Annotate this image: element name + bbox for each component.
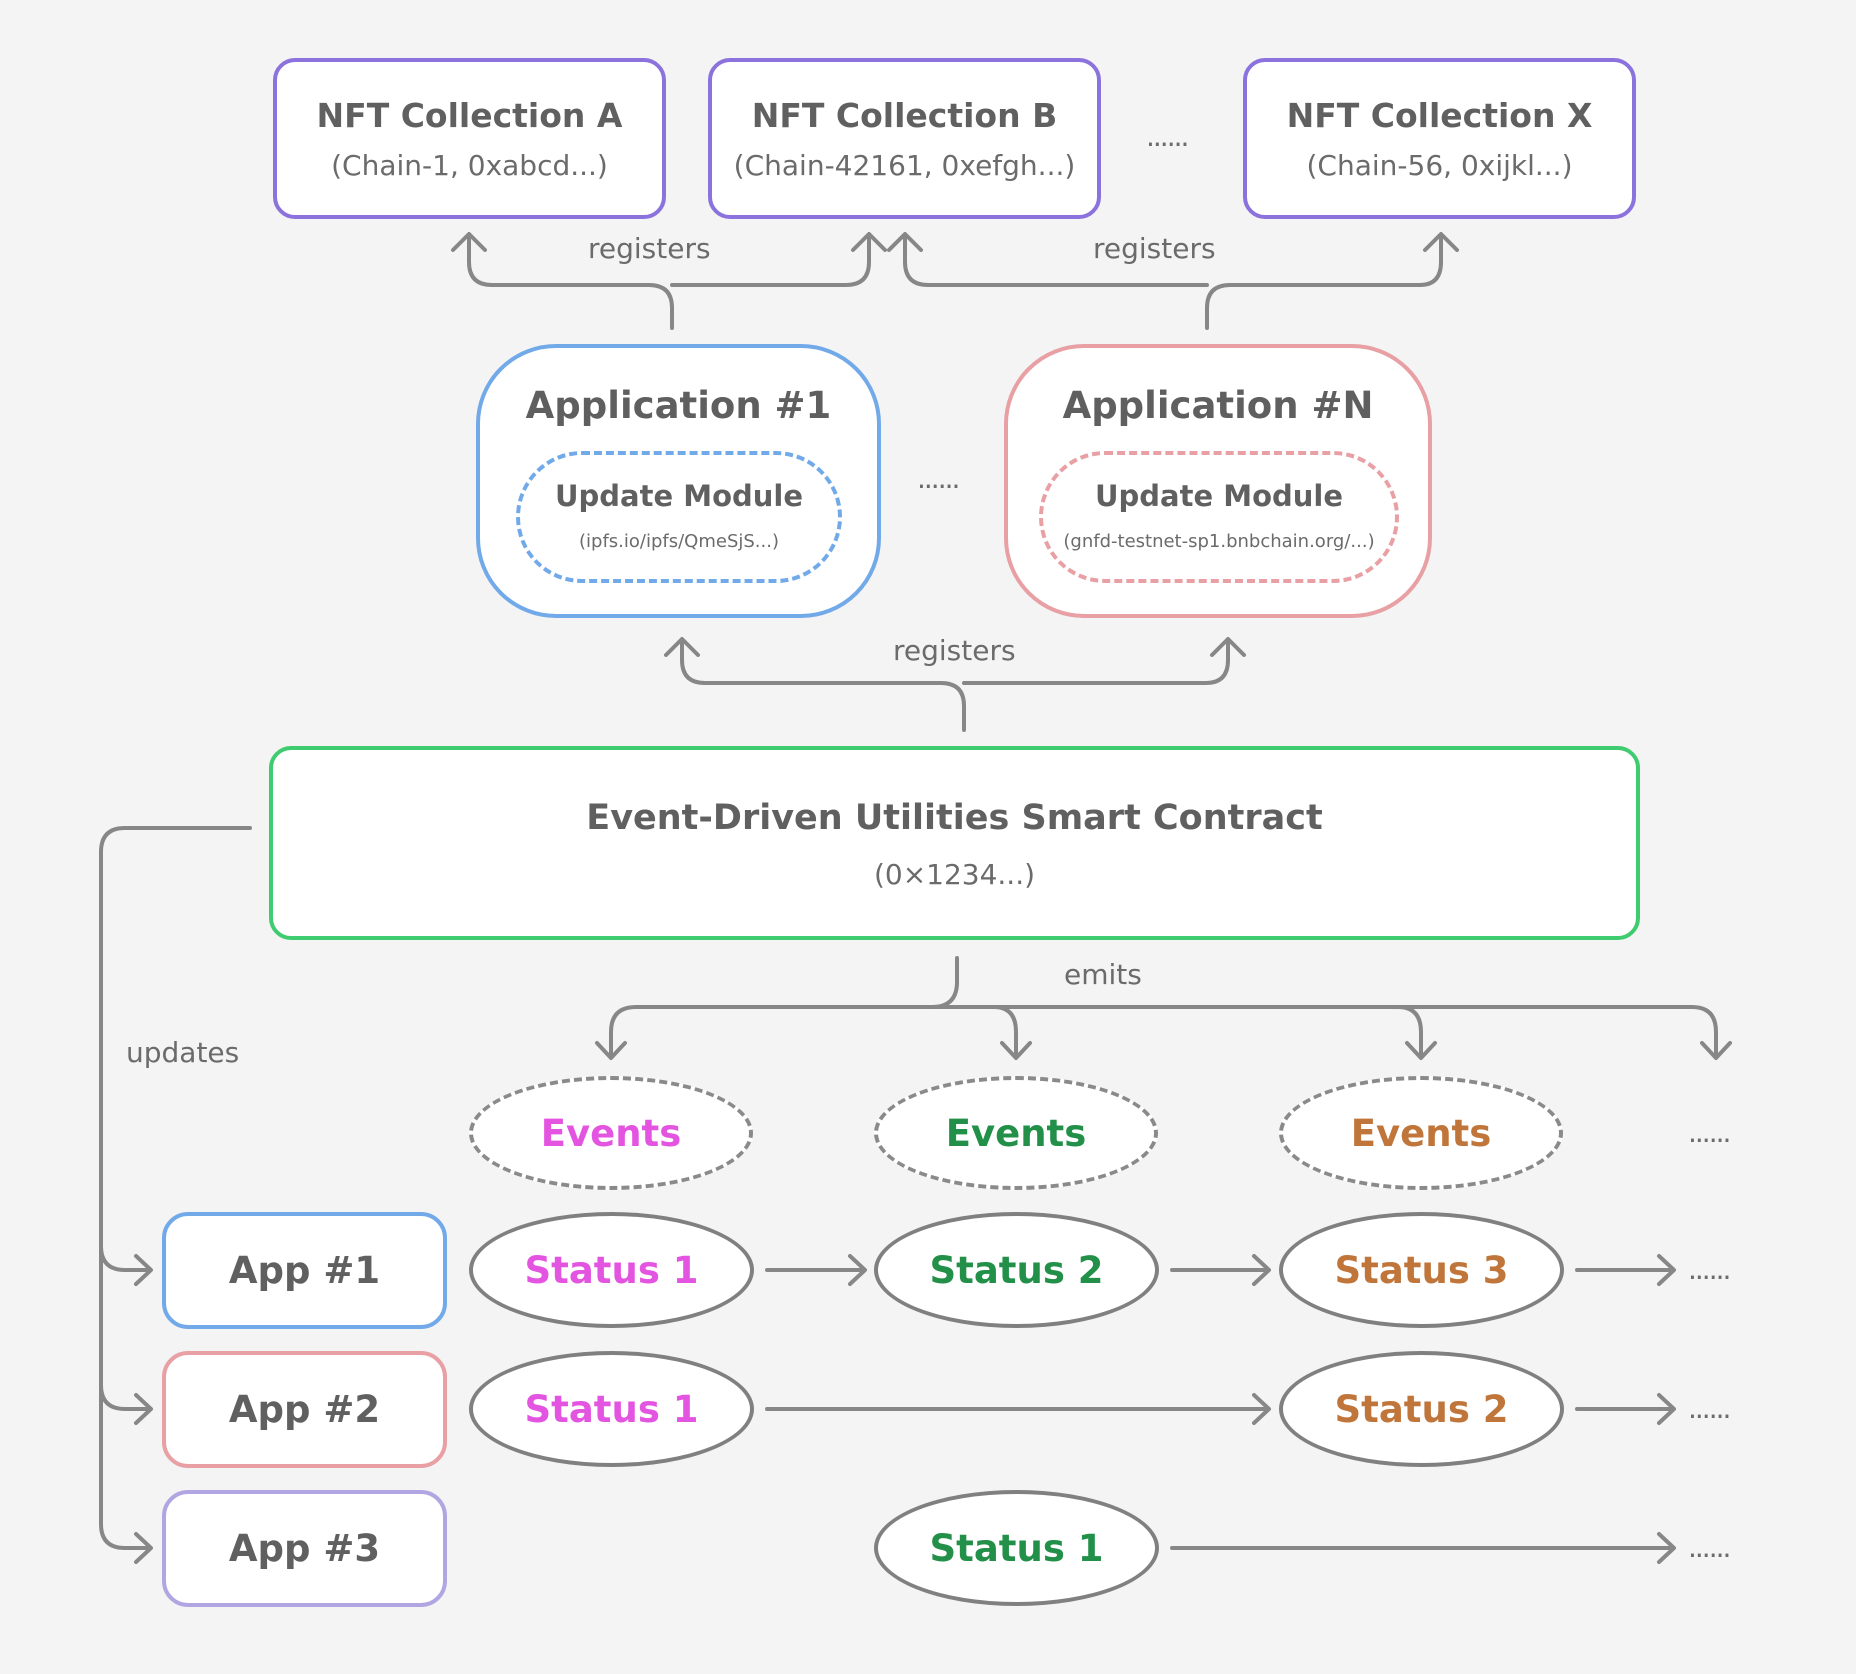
application-1: Application #1 Update Module (ipfs.io/ip…	[476, 344, 881, 618]
app1-status-3: Status 3	[1279, 1212, 1564, 1328]
events-label-1: Events	[540, 1111, 682, 1155]
app1-status-3-label: Status 3	[1334, 1248, 1509, 1292]
smart-contract-address: (0×1234...)	[873, 858, 1036, 891]
events-node-2: Events	[874, 1076, 1158, 1190]
events-node-1: Events	[469, 1076, 753, 1190]
events-label-2: Events	[945, 1111, 1087, 1155]
app-1-label: App #1	[228, 1249, 381, 1292]
app-3-label: App #3	[228, 1527, 381, 1570]
application-1-title: Application #1	[525, 384, 832, 427]
applications-ellipsis: ......	[917, 462, 960, 495]
events-ellipsis: ......	[1688, 1116, 1731, 1149]
app1-status-1: Status 1	[469, 1212, 754, 1328]
app1-ellipsis: ......	[1688, 1253, 1731, 1286]
app1-status-2: Status 2	[874, 1212, 1159, 1328]
update-module-1-title: Update Module	[554, 479, 804, 513]
collections-ellipsis: ......	[1146, 120, 1189, 153]
nft-collection-b-sub: (Chain-42161, 0xefgh...)	[733, 149, 1076, 182]
smart-contract-title: Event-Driven Utilities Smart Contract	[586, 798, 1323, 838]
app2-status-1: Status 1	[469, 1351, 754, 1467]
app3-status-1-label: Status 1	[929, 1526, 1104, 1570]
nft-collection-a-sub: (Chain-1, 0xabcd...)	[331, 149, 608, 182]
app1-status-1-label: Status 1	[524, 1248, 699, 1292]
app3-status-1: Status 1	[874, 1490, 1159, 1606]
connector-contract-emits	[609, 956, 959, 1059]
update-module-n-title: Update Module	[1094, 479, 1344, 513]
updates-label: updates	[126, 1036, 240, 1069]
app2-ellipsis: ......	[1688, 1392, 1731, 1425]
connector-appN-to-collections	[1205, 233, 1443, 330]
update-module-n-sub: (gnfd-testnet-sp1.bnbchain.org/...)	[1063, 531, 1375, 552]
nft-collection-x: NFT Collection X (Chain-56, 0xijkl...)	[1243, 58, 1636, 219]
application-n-title: Application #N	[1062, 384, 1374, 427]
app2-status-2: Status 2	[1279, 1351, 1564, 1467]
app-1: App #1	[162, 1212, 447, 1329]
app-2: App #2	[162, 1351, 447, 1468]
events-node-3: Events	[1279, 1076, 1563, 1190]
registers-label-2: registers	[1093, 232, 1216, 265]
registers-label-1: registers	[588, 232, 711, 265]
smart-contract: Event-Driven Utilities Smart Contract (0…	[269, 746, 1640, 940]
registers-label-3: registers	[893, 634, 1016, 667]
update-module-1-sub: (ipfs.io/ipfs/QmeSjS...)	[579, 531, 779, 552]
app1-status-2-label: Status 2	[929, 1248, 1104, 1292]
connector-app1-to-collections	[467, 233, 674, 330]
nft-collection-a-title: NFT Collection A	[316, 96, 623, 135]
update-module-n: Update Module (gnfd-testnet-sp1.bnbchain…	[1039, 451, 1399, 583]
events-label-3: Events	[1350, 1111, 1492, 1155]
connector-updates	[99, 826, 252, 1248]
app2-status-2-label: Status 2	[1334, 1387, 1509, 1431]
app2-status-1-label: Status 1	[524, 1387, 699, 1431]
update-module-1: Update Module (ipfs.io/ipfs/QmeSjS...)	[516, 451, 842, 583]
nft-collection-x-title: NFT Collection X	[1286, 96, 1593, 135]
connector-contract-to-apps	[680, 638, 966, 732]
nft-collection-x-sub: (Chain-56, 0xijkl...)	[1306, 149, 1573, 182]
application-n: Application #N Update Module (gnfd-testn…	[1004, 344, 1432, 618]
app-3: App #3	[162, 1490, 447, 1607]
nft-collection-a: NFT Collection A (Chain-1, 0xabcd...)	[273, 58, 666, 219]
nft-collection-b: NFT Collection B (Chain-42161, 0xefgh...…	[708, 58, 1101, 219]
nft-collection-b-title: NFT Collection B	[751, 96, 1058, 135]
app-2-label: App #2	[228, 1388, 381, 1431]
app3-ellipsis: ......	[1688, 1531, 1731, 1564]
emits-label: emits	[1064, 958, 1142, 991]
